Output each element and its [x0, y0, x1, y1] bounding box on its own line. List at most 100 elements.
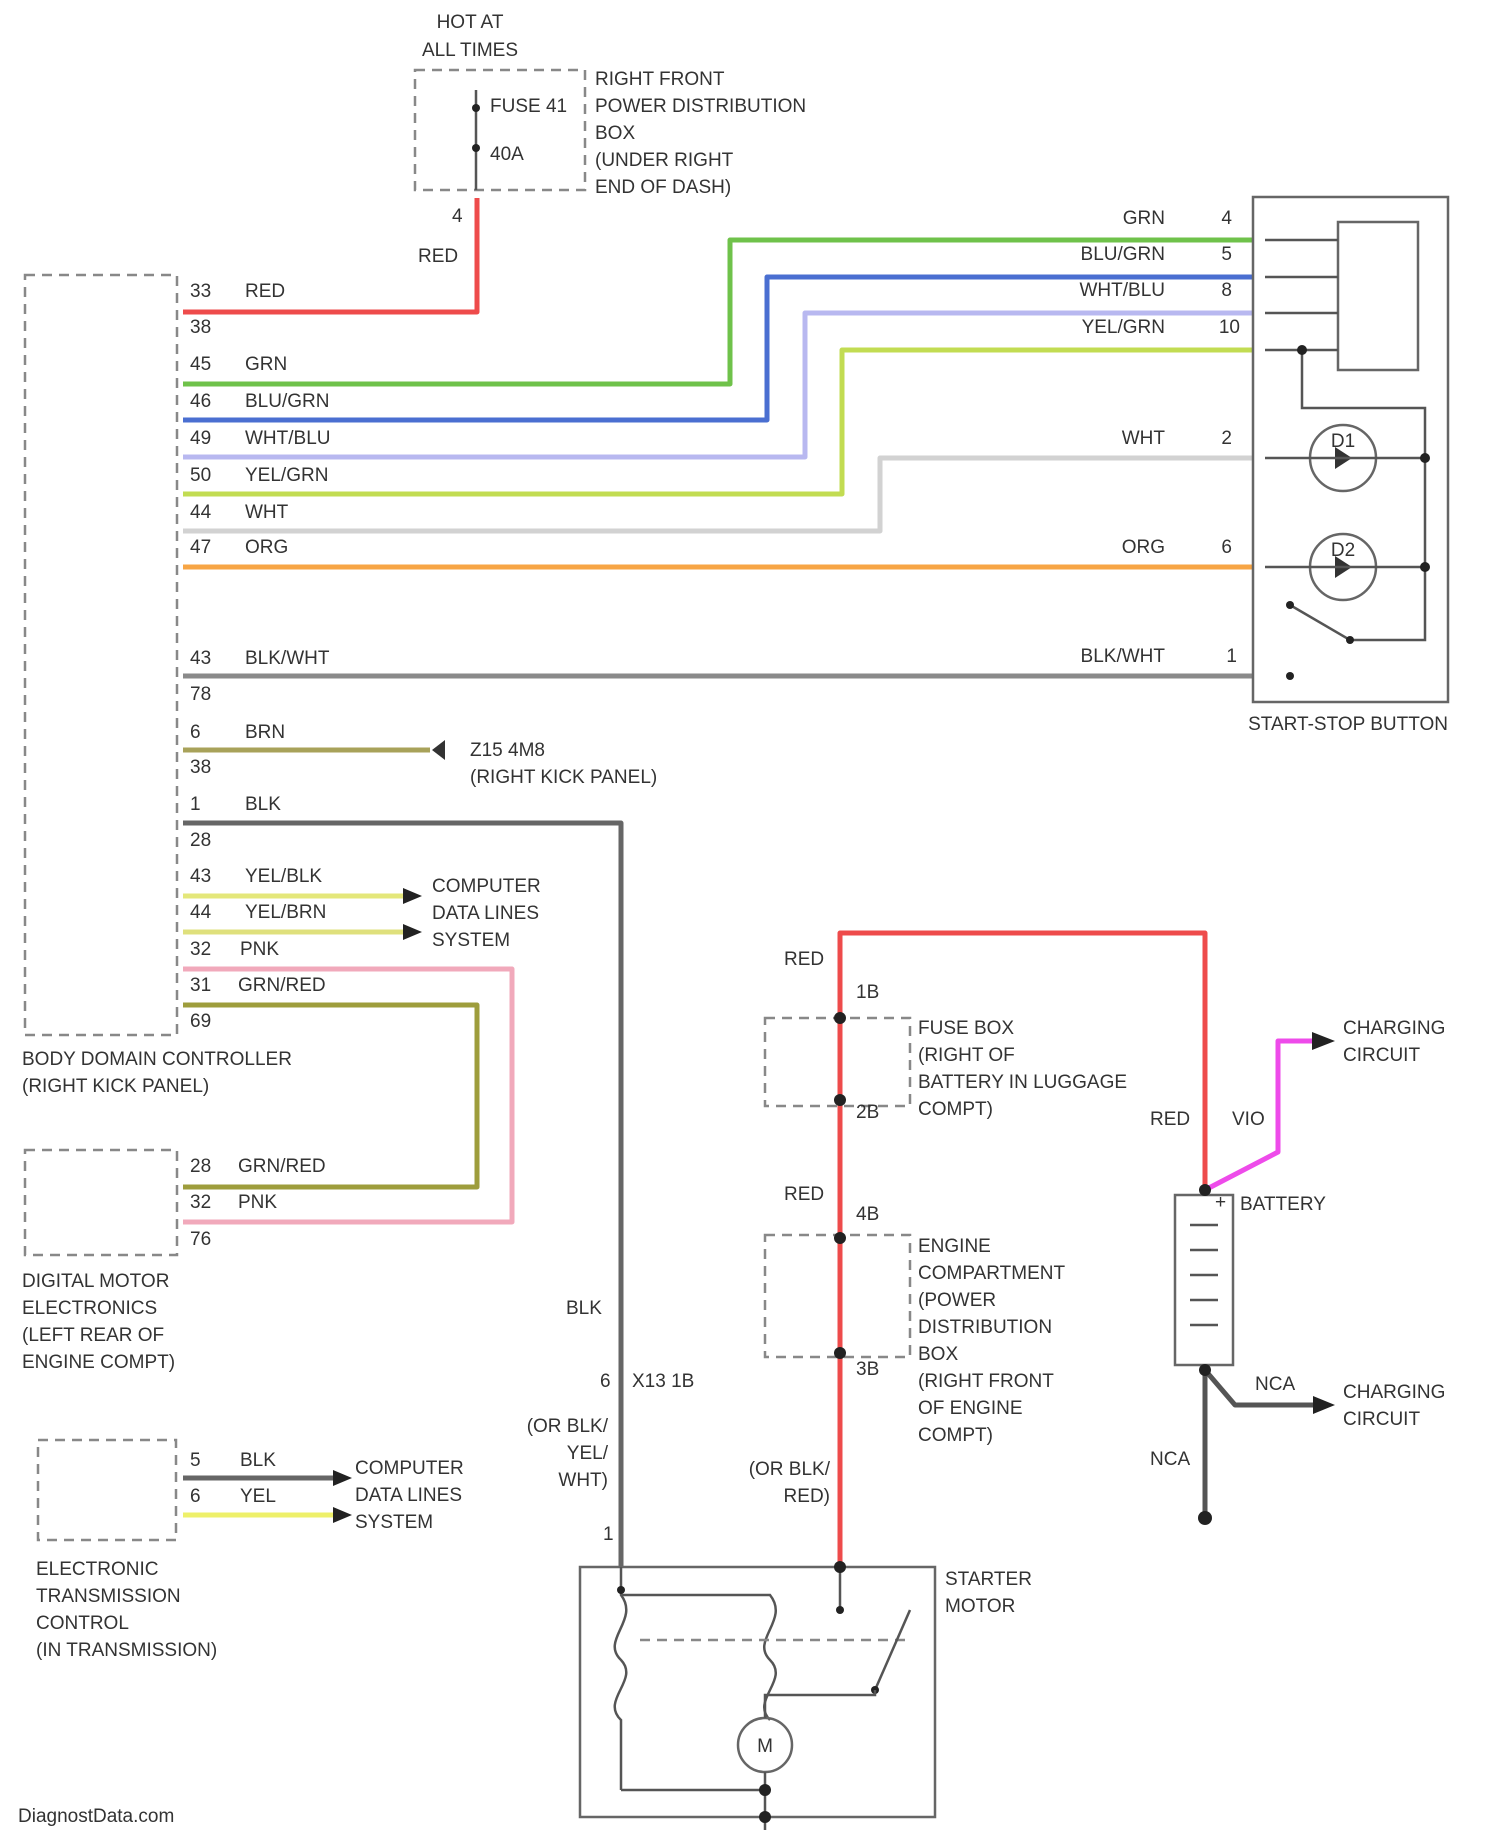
fuse-name: FUSE 41 [490, 96, 567, 117]
bdc-wire-org: ORG [245, 537, 288, 558]
led-d2-dot [1420, 562, 1430, 572]
fuse-box-line-3: BOX [595, 123, 635, 144]
ss-switch-dot-2 [1346, 636, 1354, 644]
ss-wire-yelgrn: YEL/GRN [1082, 317, 1165, 338]
led-d1-label: D1 [1331, 431, 1355, 452]
bdc-pin-47: 47 [190, 537, 211, 558]
etc-pin-6: 6 [190, 1486, 201, 1507]
red-feed-dot-2 [834, 1094, 846, 1106]
battery-plus-dot [1199, 1184, 1211, 1196]
battery-plus: + [1215, 1192, 1226, 1213]
starter-blk-label: BLK [566, 1298, 602, 1319]
bdc-wire-pnk: PNK [240, 939, 279, 960]
watermark: DiagnostData.com [18, 1806, 174, 1827]
etc-wire-blk: BLK [240, 1450, 276, 1471]
battery-ground-dot [1198, 1511, 1212, 1525]
battery-minus-dot [1199, 1364, 1211, 1376]
engine-pdb-alt-2: RED) [784, 1486, 830, 1507]
fuse-rating: 40A [490, 144, 524, 165]
battery-red: RED [1150, 1109, 1190, 1130]
starter-ground-dot-1 [759, 1784, 771, 1796]
etc-pin-5: 5 [190, 1450, 201, 1471]
ground-location: (RIGHT KICK PANEL) [470, 767, 657, 788]
bdc-conn-38b: 38 [190, 757, 211, 778]
bdc-pin-45: 45 [190, 354, 211, 375]
engine-pdb-pin-in: 4B [856, 1204, 879, 1225]
ss-wire-blkwht: BLK/WHT [1081, 646, 1166, 667]
ss-wire-grn: GRN [1123, 208, 1165, 229]
starter-coil-dot [617, 1586, 625, 1594]
etc-wire-yel: YEL [240, 1486, 276, 1507]
bdc-conn-69: 69 [190, 1011, 211, 1032]
etc-data-lines-2: DATA LINES [355, 1485, 462, 1506]
ss-wire-wht: WHT [1122, 428, 1166, 449]
ss-pin-2: 2 [1221, 428, 1232, 449]
ss-pin-10: 10 [1219, 317, 1240, 338]
bdc-wire-wht: WHT [245, 502, 289, 523]
engine-pdb-name-6: (RIGHT FRONT [918, 1371, 1054, 1392]
bdc-pin-1: 1 [190, 794, 201, 815]
start-stop-name: START-STOP BUTTON [1248, 714, 1448, 735]
battery-nca-2: NCA [1150, 1449, 1190, 1470]
bdc-wire-blk: BLK [245, 794, 281, 815]
rear-fuse-wire: RED [784, 949, 824, 970]
fuse-box-line-5: END OF DASH) [595, 177, 731, 198]
bdc-data-lines-3: SYSTEM [432, 930, 510, 951]
led-d1-dot [1420, 453, 1430, 463]
bdc-conn-78: 78 [190, 684, 211, 705]
charging-1-line-2: CIRCUIT [1343, 1045, 1420, 1066]
starter-connector: X13 1B [632, 1371, 694, 1392]
ss-pin-5: 5 [1221, 244, 1232, 265]
fuse-41-bottom-dot [472, 144, 480, 152]
rear-fuse-name-2: (RIGHT OF [918, 1045, 1015, 1066]
hot-label-1: HOT AT [437, 12, 504, 33]
engine-pdb-alt-1: (OR BLK/ [749, 1459, 831, 1480]
starter-alt-3: WHT) [558, 1470, 608, 1491]
engine-pdb-name-2: COMPARTMENT [918, 1263, 1065, 1284]
ss-junction-dot [1297, 345, 1307, 355]
bdc-name-1: BODY DOMAIN CONTROLLER [22, 1049, 292, 1070]
battery-vio: VIO [1232, 1109, 1265, 1130]
bdc-pin-49: 49 [190, 428, 211, 449]
etc-data-lines-1: COMPUTER [355, 1458, 464, 1479]
bdc-data-lines-1: COMPUTER [432, 876, 541, 897]
engine-pdb-name-8: COMPT) [918, 1425, 993, 1446]
bdc-wire-brn: BRN [245, 722, 285, 743]
bdc-data-lines-2: DATA LINES [432, 903, 539, 924]
fuse-box-line-4: (UNDER RIGHT [595, 150, 734, 171]
ss-wire-org: ORG [1122, 537, 1165, 558]
bdc-wire-whtblu: WHT/BLU [245, 428, 331, 449]
led-d2-label: D2 [1331, 540, 1355, 561]
etc-data-lines-3: SYSTEM [355, 1512, 433, 1533]
etc-name-1: ELECTRONIC [36, 1559, 158, 1580]
engine-pdb-name-3: (POWER [918, 1290, 996, 1311]
dme-name-2: ELECTRONICS [22, 1298, 157, 1319]
battery-nca-1: NCA [1255, 1374, 1295, 1395]
bdc-pin-44: 44 [190, 502, 212, 523]
ss-switch-dot-1 [1286, 601, 1294, 609]
ss-pin-1: 1 [1226, 646, 1237, 667]
fuse-box-line-2: POWER DISTRIBUTION [595, 96, 806, 117]
rear-fuse-name-4: COMPT) [918, 1099, 993, 1120]
engine-pdb-name-7: OF ENGINE [918, 1398, 1023, 1419]
fuse-out-wire: RED [418, 246, 458, 267]
battery-name: BATTERY [1240, 1194, 1326, 1215]
ss-pin-6: 6 [1221, 537, 1232, 558]
etc-name-4: (IN TRANSMISSION) [36, 1640, 217, 1661]
starter-pin-bottom: 1 [603, 1524, 614, 1545]
red-feed-dot-3 [834, 1232, 846, 1244]
rear-fuse-pin-out: 2B [856, 1102, 879, 1123]
bdc-pin-43b: 43 [190, 866, 211, 887]
dme-name-1: DIGITAL MOTOR [22, 1271, 169, 1292]
bdc-pin-44b: 44 [190, 902, 212, 923]
bdc-wire-yelgrn: YEL/GRN [245, 465, 328, 486]
starter-ground-dot-2 [759, 1811, 771, 1823]
engine-pdb-wire: RED [784, 1184, 824, 1205]
engine-pdb-name-4: DISTRIBUTION [918, 1317, 1052, 1338]
bdc-wire-grnred: GRN/RED [238, 975, 326, 996]
bdc-conn-28: 28 [190, 830, 211, 851]
bdc-pin-50: 50 [190, 465, 211, 486]
bdc-conn-38: 38 [190, 317, 211, 338]
bdc-pin-46: 46 [190, 391, 211, 412]
starter-alt-2: YEL/ [567, 1443, 609, 1464]
